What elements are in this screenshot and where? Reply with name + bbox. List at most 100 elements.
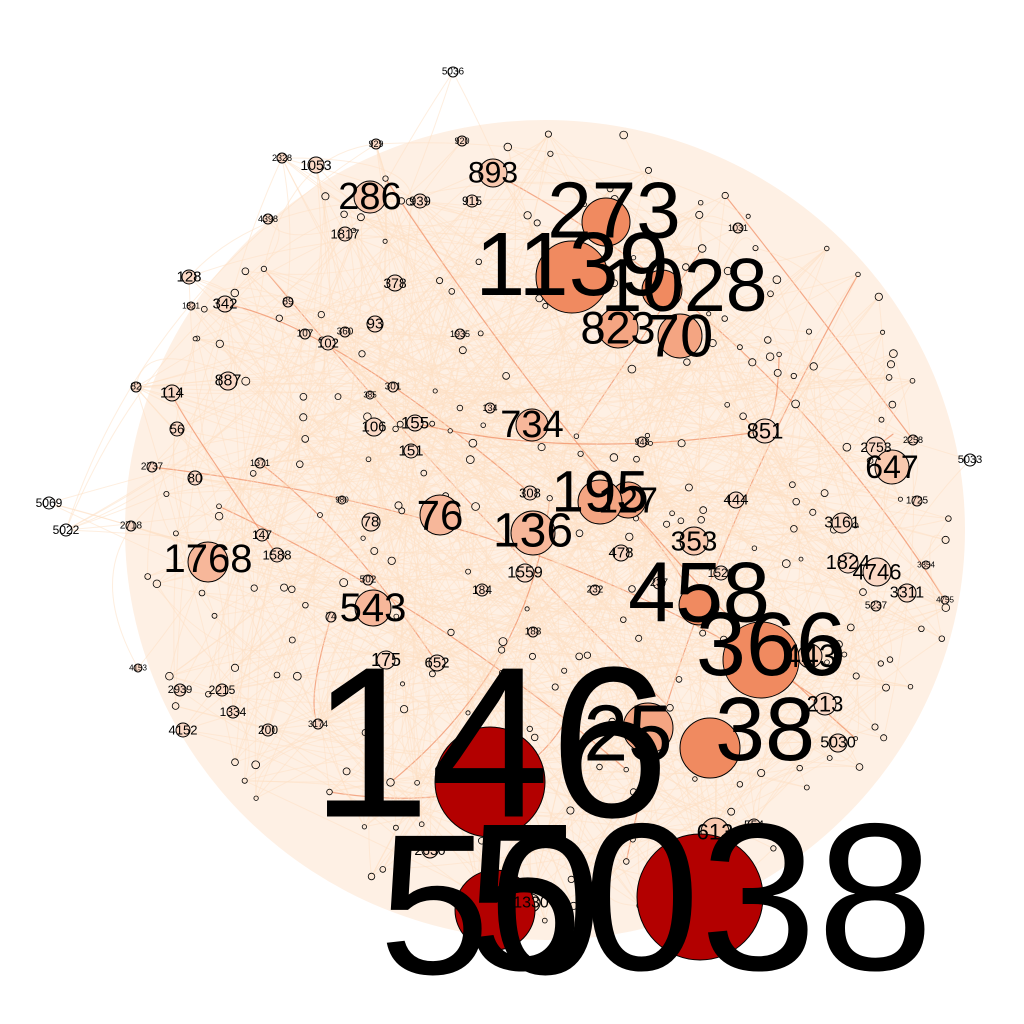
edge (221, 689, 366, 748)
node-915 (465, 194, 479, 208)
node-label-443: 443 (783, 638, 836, 674)
node-label-444: 444 (723, 492, 748, 509)
edge (135, 386, 531, 730)
edge (793, 374, 882, 421)
label-layer: 3853354475518214153980503627182737172522… (36, 67, 983, 1017)
edge (111, 493, 167, 669)
minor-node (241, 376, 251, 386)
node-1053 (307, 156, 325, 174)
node-184 (475, 583, 489, 597)
edge (495, 684, 911, 808)
node-label-93: 93 (367, 316, 384, 333)
minor-node (606, 185, 614, 193)
edge (263, 268, 922, 630)
minor-node (834, 640, 843, 649)
minor-node (791, 399, 800, 409)
node-385 (365, 390, 375, 400)
node-label-114: 114 (160, 385, 184, 402)
minor-node (721, 315, 728, 322)
node-5033 (963, 453, 977, 467)
node-label-70: 70 (647, 303, 714, 370)
minor-node (302, 602, 309, 609)
edge (373, 550, 502, 674)
edge (130, 525, 911, 688)
minor-node (214, 512, 224, 521)
minor-node (682, 263, 690, 271)
edge (430, 261, 480, 392)
minor-node (288, 585, 296, 593)
minor-node (853, 736, 858, 741)
minor-node (370, 547, 379, 555)
minor-node (669, 510, 675, 517)
edge (698, 377, 890, 606)
minor-node (889, 349, 898, 358)
edge (324, 196, 461, 409)
node-2215 (215, 683, 229, 697)
edge (261, 164, 322, 536)
edge (390, 499, 737, 783)
minor-node (629, 788, 638, 796)
minor-node (231, 758, 239, 766)
minor-node (796, 764, 803, 772)
edge (493, 783, 740, 869)
minor-node (806, 328, 813, 335)
minor-node (547, 150, 554, 157)
node-label-232: 232 (587, 585, 604, 596)
node-286 (353, 180, 387, 214)
edge (629, 419, 882, 540)
minor-node (627, 364, 637, 374)
edge (252, 462, 345, 583)
edge (638, 248, 703, 639)
edge (344, 331, 432, 851)
minor-node (623, 766, 629, 773)
minor-node (361, 728, 369, 737)
node-38 (679, 717, 741, 779)
edge (276, 674, 469, 714)
node-label-5030: 5030 (820, 735, 856, 752)
edge (419, 200, 500, 409)
edge (793, 331, 822, 530)
minor-node (706, 311, 712, 317)
minor-node (798, 556, 804, 562)
node-label-4152: 4152 (169, 723, 198, 738)
edge (385, 178, 766, 432)
edge (641, 441, 887, 688)
edge (524, 353, 894, 574)
minor-node (757, 769, 766, 778)
minor-node (575, 652, 583, 661)
edge (224, 303, 255, 589)
minor-node (880, 329, 886, 335)
edge (502, 353, 894, 643)
minor-node (533, 219, 541, 227)
edge (507, 146, 901, 500)
node-label-613: 613 (697, 820, 734, 845)
edge (492, 172, 946, 601)
node-1725 (911, 495, 923, 507)
minor-node (918, 625, 925, 632)
minor-node (205, 691, 212, 698)
edge (320, 289, 355, 341)
minor-node (675, 676, 683, 683)
edge (541, 446, 704, 884)
node-label-1768: 1768 (164, 537, 253, 581)
node-label-136: 136 (493, 505, 573, 558)
edge (532, 528, 795, 635)
edge (305, 552, 622, 610)
minor-node (886, 656, 894, 663)
minor-node (887, 360, 896, 369)
node-label-2630: 2630 (414, 842, 445, 858)
minor-node (692, 776, 698, 782)
edge (362, 178, 387, 539)
minor-node (393, 613, 400, 620)
edge (410, 450, 434, 783)
edge (315, 164, 840, 645)
edge (279, 284, 663, 319)
node-1588 (269, 547, 285, 563)
minor-node (764, 336, 772, 344)
node-label-851: 851 (747, 419, 784, 444)
minor-node (572, 693, 581, 702)
minor-node (677, 439, 686, 448)
minor-node (172, 530, 179, 537)
edge (344, 331, 946, 541)
node-1528 (713, 565, 729, 581)
